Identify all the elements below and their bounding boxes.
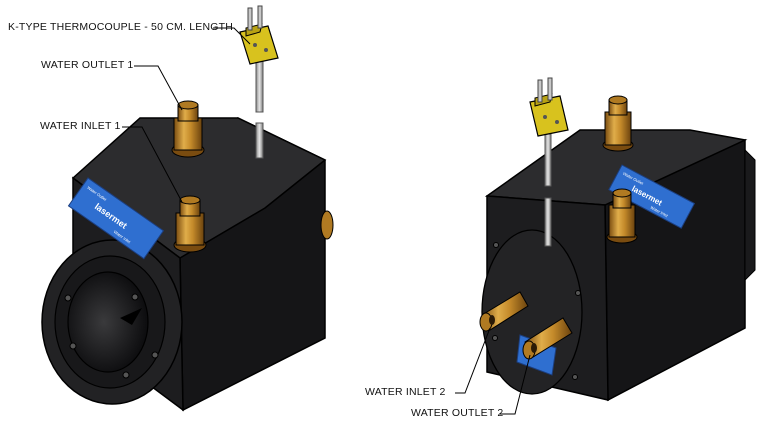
leader-water-outlet-2: [500, 354, 531, 415]
callout-water-inlet-2: WATER INLET 2: [365, 386, 446, 398]
callout-water-outlet-1: WATER OUTLET 1: [41, 59, 134, 71]
callout-thermocouple: K-TYPE THERMOCOUPLE - 50 CM. LENGTH: [8, 21, 234, 33]
left-product-label: Water Outlet lasermet Water Inlet: [67, 177, 165, 260]
callout-water-inlet-1: WATER INLET 1: [40, 120, 121, 132]
right-plate-screw: [493, 242, 499, 248]
left-flange-screw: [151, 351, 159, 359]
leader-lines: [122, 27, 531, 415]
leader-water-outlet-1: [134, 65, 183, 111]
right-front-plate: [481, 229, 583, 395]
right-probe-upper: [544, 133, 552, 187]
left-water-outlet-fitting: [171, 100, 205, 158]
left-laser-head: Water Outlet lasermet Water Inlet: [41, 5, 334, 412]
right-rear-flange: [744, 148, 756, 282]
right-plate-screw: [492, 335, 498, 341]
left-flange-screw: [64, 294, 72, 302]
left-flange-screw: [131, 293, 139, 301]
left-rear-port: [320, 210, 334, 240]
left-water-inlet-fitting: [173, 195, 207, 253]
leader-water-inlet-1: [122, 126, 183, 203]
left-probe-upper: [255, 59, 264, 113]
right-product-label: Water Outlet lasermet Water Inlet: [608, 164, 696, 229]
right-probe-lower: [544, 197, 552, 247]
left-flange-screw: [69, 342, 77, 350]
left-probe-lower: [255, 122, 264, 159]
right-laser-head: Water Outlet lasermet Water Inlet: [479, 77, 756, 402]
right-plate-screw: [575, 290, 581, 296]
leader-thermocouple: [213, 27, 251, 45]
right-top-fitting-front: [606, 188, 638, 244]
left-bore-pointer: [120, 308, 142, 325]
right-thermocouple-connector: [529, 77, 569, 137]
callout-water-outlet-2: WATER OUTLET 2: [411, 407, 504, 419]
leader-water-inlet-2: [455, 327, 491, 394]
right-plate-screw: [572, 374, 578, 380]
left-bore: [67, 271, 149, 373]
left-flange-screw: [122, 371, 130, 379]
right-top-fitting-rear: [602, 95, 634, 152]
right-water-inlet-fitting: [479, 291, 529, 332]
left-thermocouple-connector: [239, 5, 279, 65]
